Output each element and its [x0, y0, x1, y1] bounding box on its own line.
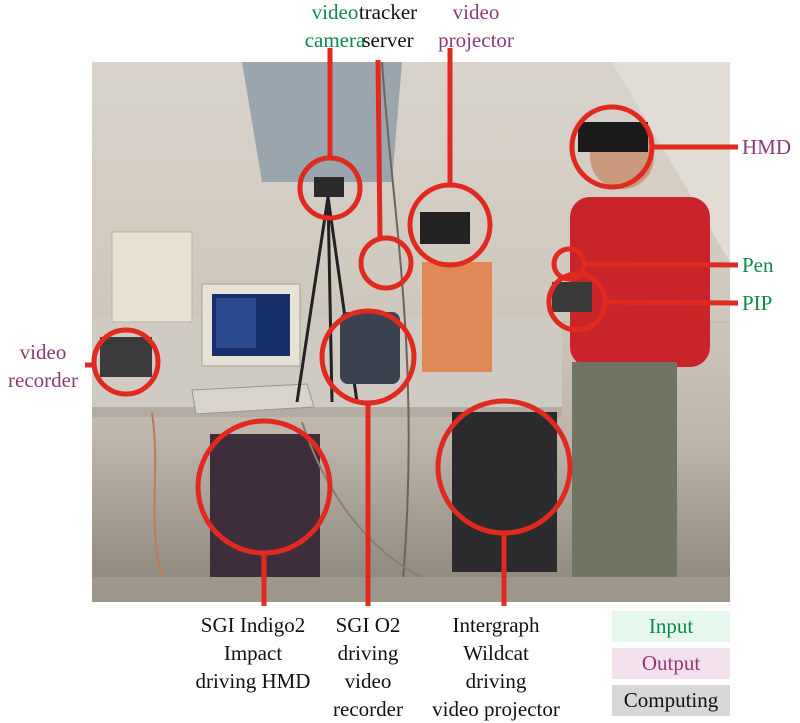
label-sgi-indigo2-line1: SGI Indigo2	[200, 613, 306, 637]
leader-pen	[583, 261, 739, 268]
label-sgi-o2-line1: SGI O2	[335, 613, 401, 637]
legend-output: Output	[612, 648, 730, 679]
marker-pip	[546, 271, 608, 333]
marker-tracker-server	[358, 235, 414, 291]
label-intergraph-line4: video projector	[432, 697, 560, 721]
label-video-camera-line2: camera	[304, 28, 366, 52]
label-tracker-server: tracker server	[318, 0, 458, 54]
marker-sgi-o2	[319, 308, 417, 406]
label-tracker-server-line1: tracker	[358, 0, 418, 24]
skylight-window	[242, 62, 402, 182]
marker-video-projector	[407, 182, 493, 268]
person-shirt	[570, 197, 710, 367]
label-sgi-o2: SGI O2 driving video recorder	[318, 611, 418, 723]
label-video-projector: video projector	[406, 0, 546, 54]
label-video-recorder: video recorder	[0, 338, 86, 394]
label-intergraph: Intergraph Wildcat driving video project…	[416, 611, 576, 723]
lab-photograph	[92, 62, 730, 602]
marker-intergraph	[435, 398, 573, 536]
projector-body	[420, 212, 470, 244]
label-sgi-o2-line4: recorder	[333, 697, 403, 721]
label-intergraph-line1: Intergraph	[452, 613, 540, 637]
label-tracker-server-line2: server	[362, 28, 414, 52]
label-video-camera-line1: video	[311, 0, 359, 24]
label-sgi-o2-line3: video	[344, 669, 392, 693]
label-video-projector-line1: video	[452, 0, 500, 24]
marker-video-camera	[297, 155, 363, 221]
leader-tracker-server	[375, 59, 383, 239]
label-video-projector-line2: projector	[438, 28, 514, 52]
leader-pip	[604, 299, 739, 306]
orange-box	[422, 262, 492, 372]
camera-body	[314, 177, 344, 197]
label-sgi-indigo2-line3: driving HMD	[195, 669, 311, 693]
label-sgi-indigo2: SGI Indigo2 Impact driving HMD	[178, 611, 328, 695]
label-sgi-o2-line2: driving	[337, 641, 399, 665]
vcr	[100, 337, 152, 377]
legend-input: Input	[612, 611, 730, 642]
label-pen: Pen	[742, 253, 774, 277]
marker-sgi-indigo2	[195, 418, 333, 556]
label-video-recorder-line1: video	[19, 340, 67, 364]
label-intergraph-line3: driving	[465, 669, 527, 693]
person-trousers	[572, 362, 677, 602]
o2-computer	[340, 312, 400, 384]
marker-video-recorder	[91, 327, 161, 397]
legend-computing: Computing	[612, 685, 730, 716]
label-sgi-indigo2-line2: Impact	[223, 641, 283, 665]
marker-hmd	[569, 104, 655, 190]
label-pip: PIP	[742, 291, 773, 315]
label-video-recorder-line2: recorder	[8, 368, 78, 392]
label-hmd: HMD	[742, 135, 792, 159]
label-intergraph-line2: Wildcat	[463, 641, 529, 665]
label-video-camera: video camera	[265, 0, 405, 54]
